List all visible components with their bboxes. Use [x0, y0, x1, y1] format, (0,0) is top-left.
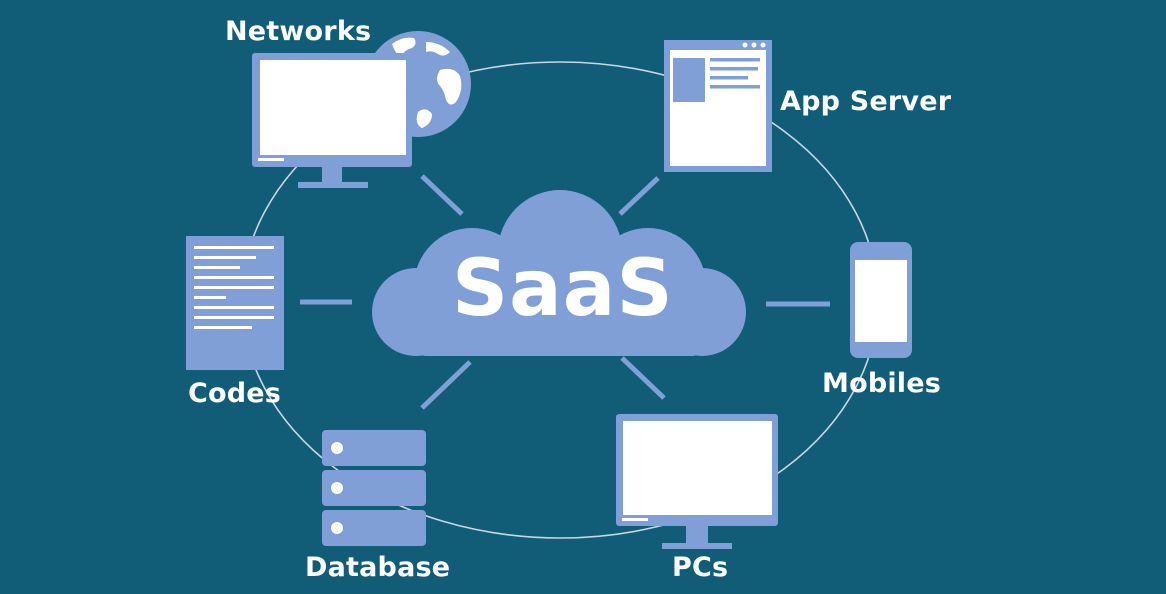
- connector-networks: [420, 174, 464, 216]
- networks-label: Networks: [225, 16, 372, 47]
- database-server-icon: [322, 430, 426, 546]
- monitor-globe-icon: [252, 31, 471, 188]
- mobiles-label: Mobiles: [822, 368, 942, 399]
- cloud-icon: [372, 190, 746, 356]
- document-icon: [186, 236, 284, 370]
- pcs-label: PCs: [672, 552, 729, 583]
- connector-pcs: [620, 356, 666, 400]
- center-label: SaaS: [452, 244, 674, 334]
- connector-app-server: [618, 176, 660, 216]
- database-label: Database: [305, 552, 451, 583]
- codes-label: Codes: [188, 378, 282, 409]
- monitor-icon: [616, 414, 778, 549]
- connector-database: [420, 360, 472, 410]
- connectors: [300, 174, 830, 410]
- browser-window-icon: [664, 40, 772, 172]
- app-server-label: App Server: [780, 86, 952, 117]
- smartphone-icon: [850, 242, 912, 358]
